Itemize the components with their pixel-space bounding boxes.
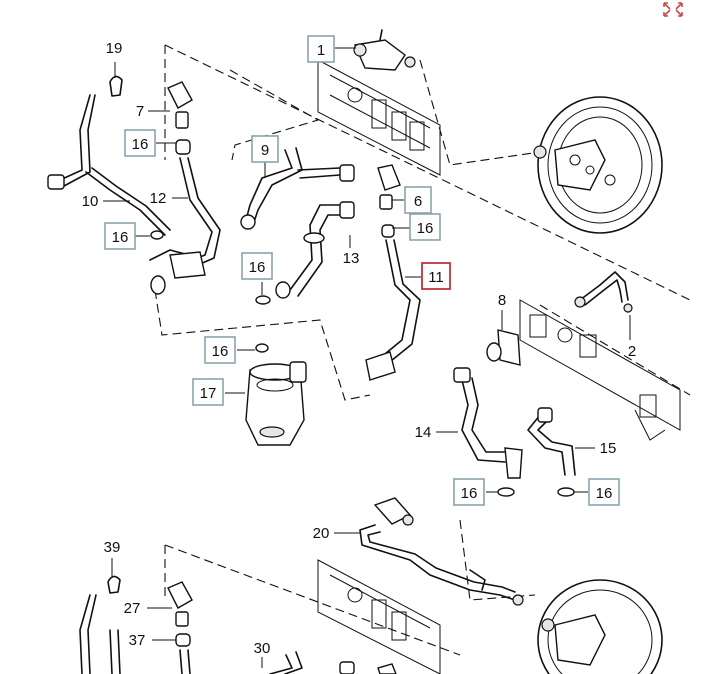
svg-text:14: 14 xyxy=(415,424,432,441)
part-17-air-pump xyxy=(245,361,307,446)
callout-16f[interactable]: 16 xyxy=(453,478,485,506)
svg-text:19: 19 xyxy=(106,40,123,57)
svg-text:39: 39 xyxy=(104,539,121,556)
part-7-connector xyxy=(167,81,193,155)
callout-6[interactable]: 6 xyxy=(404,186,432,214)
svg-text:16: 16 xyxy=(596,485,613,502)
callout-15[interactable]: 15 xyxy=(600,440,617,457)
callout-30[interactable]: 30 xyxy=(254,640,271,657)
part-30-hose xyxy=(269,651,397,674)
svg-text:27: 27 xyxy=(124,600,141,617)
leader-lines xyxy=(103,47,631,668)
brake-booster-lower xyxy=(537,579,663,674)
svg-text:17: 17 xyxy=(200,385,217,402)
svg-text:30: 30 xyxy=(254,640,271,657)
part-6-connector xyxy=(377,164,401,238)
svg-text:37: 37 xyxy=(129,632,146,649)
callout-19[interactable]: 19 xyxy=(106,40,123,57)
o-rings xyxy=(150,230,575,497)
callout-17[interactable]: 17 xyxy=(192,378,224,406)
callout-7[interactable]: 7 xyxy=(136,103,144,120)
dashed-outline-upper xyxy=(154,44,691,401)
callout-10[interactable]: 10 xyxy=(82,193,99,210)
svg-text:11: 11 xyxy=(428,269,444,286)
dashed-outline-lower xyxy=(164,519,536,656)
svg-text:8: 8 xyxy=(498,292,506,309)
svg-text:16: 16 xyxy=(417,220,434,237)
firewall-panel-lower xyxy=(317,559,441,674)
svg-text:16: 16 xyxy=(112,229,129,246)
callout-16b[interactable]: 16 xyxy=(104,222,136,250)
callout-13[interactable]: 13 xyxy=(343,250,360,267)
part-39-clip xyxy=(107,575,121,594)
callout-16e[interactable]: 16 xyxy=(204,336,236,364)
part-12-hose xyxy=(169,157,221,279)
part-14-hose xyxy=(453,367,523,479)
part-11-hose xyxy=(365,239,421,381)
svg-text:20: 20 xyxy=(313,525,330,542)
callout-8[interactable]: 8 xyxy=(498,292,506,309)
callout-9[interactable]: 9 xyxy=(251,135,279,163)
callout-20[interactable]: 20 xyxy=(313,525,330,542)
lower-left-hose xyxy=(79,594,121,674)
part-10-hose xyxy=(47,94,201,295)
svg-text:12: 12 xyxy=(150,190,167,207)
svg-text:6: 6 xyxy=(414,193,422,210)
part-8-grommet xyxy=(486,329,521,366)
callout-2[interactable]: 2 xyxy=(628,343,636,360)
part-2-pipe xyxy=(574,271,633,313)
callout-11[interactable]: 11 xyxy=(421,262,451,290)
bracket-panel-middle xyxy=(519,299,681,441)
expand-arrows-icon[interactable] xyxy=(663,2,683,17)
callout-27[interactable]: 27 xyxy=(124,600,141,617)
part-27-37-connectors xyxy=(167,581,193,674)
part-19-clip xyxy=(109,75,123,97)
svg-text:10: 10 xyxy=(82,193,99,210)
svg-text:2: 2 xyxy=(628,343,636,360)
part-13-hose xyxy=(275,201,355,299)
svg-text:16: 16 xyxy=(212,343,229,360)
callout-16a[interactable]: 16 xyxy=(124,129,156,157)
svg-text:16: 16 xyxy=(461,485,478,502)
svg-text:16: 16 xyxy=(249,259,266,276)
svg-text:16: 16 xyxy=(132,136,149,153)
svg-text:1: 1 xyxy=(317,42,325,59)
callout-37[interactable]: 37 xyxy=(129,632,146,649)
callout-16g[interactable]: 16 xyxy=(588,478,620,506)
firewall-panel-upper xyxy=(317,59,441,176)
svg-text:13: 13 xyxy=(343,250,360,267)
part-9-hose xyxy=(240,147,355,230)
callout-39[interactable]: 39 xyxy=(104,539,121,556)
callout-1[interactable]: 1 xyxy=(307,35,335,63)
svg-text:7: 7 xyxy=(136,103,144,120)
brake-booster-upper xyxy=(533,96,663,234)
part-1-check-valve xyxy=(353,29,416,71)
svg-text:9: 9 xyxy=(261,142,269,159)
callout-12[interactable]: 12 xyxy=(150,190,167,207)
svg-text:15: 15 xyxy=(600,440,617,457)
callout-14[interactable]: 14 xyxy=(415,424,432,441)
part-20-pipe xyxy=(359,497,524,606)
callout-16d[interactable]: 16 xyxy=(241,252,273,280)
part-15-hose xyxy=(527,407,576,476)
callout-16c[interactable]: 16 xyxy=(409,213,441,241)
